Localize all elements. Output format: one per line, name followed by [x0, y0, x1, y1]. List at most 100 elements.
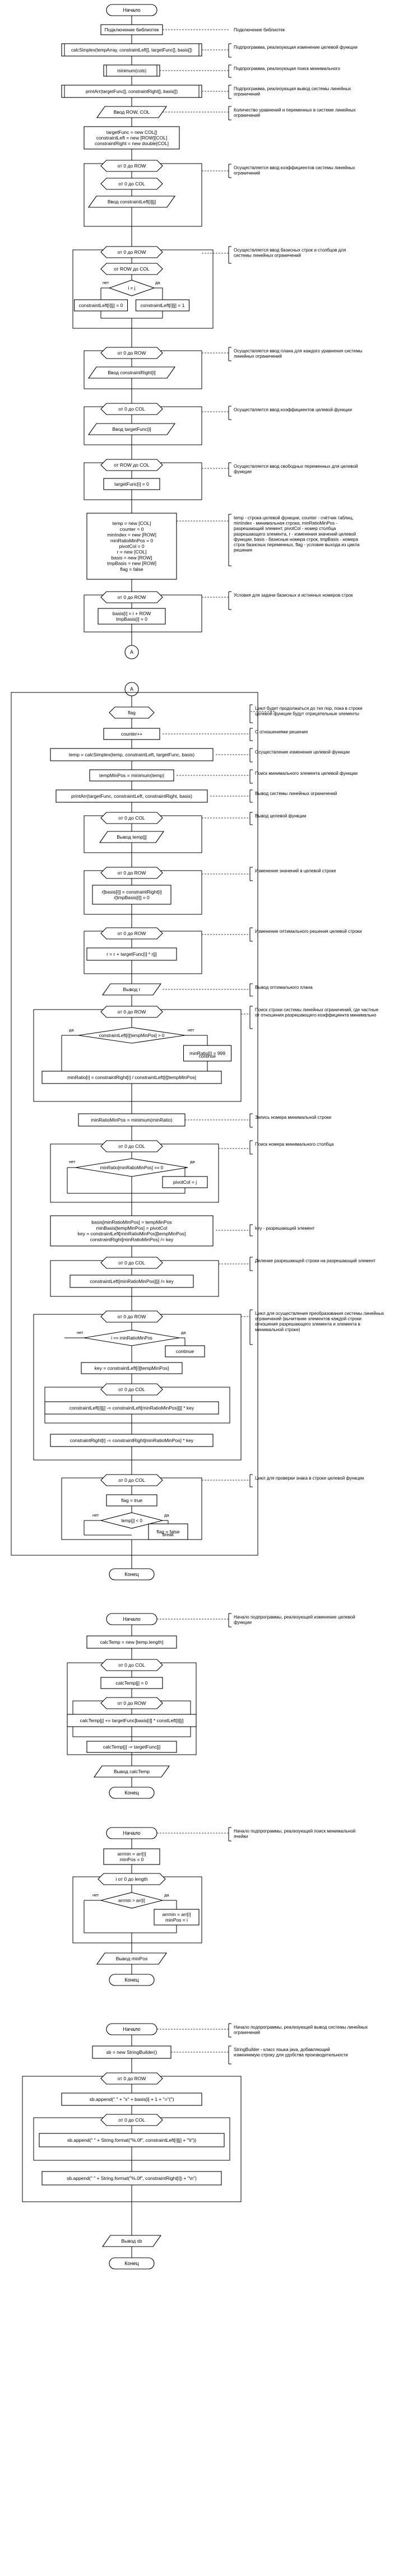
label: printArr(targetFunc, constraintLeft, con…	[71, 793, 192, 799]
label: от 0 до COL	[118, 815, 145, 821]
label: minRatio[i] = constraintRight[i] / const…	[67, 1075, 196, 1080]
label: constraintRight[i] -= constraintRight[mi…	[70, 1438, 194, 1443]
note-line: решения	[234, 548, 252, 553]
label-line: Конец	[124, 1790, 138, 1796]
label: calcTemp[j] = 0	[116, 1680, 148, 1686]
label-line: constraintLeft[i][j] -= constraintLeft[m…	[69, 1405, 194, 1411]
label-line: arrmin = arr[i]	[118, 1851, 146, 1857]
min-ratio	[183, 1045, 232, 1062]
label-line: Вывод temp[j]	[117, 834, 147, 840]
label-line: constraintRight[minRatioMinPos] /= key	[90, 1236, 174, 1242]
label: printArr(targetFunc[], constraintRight[]…	[86, 89, 178, 94]
label-line: A	[130, 686, 133, 692]
basis-init	[98, 608, 166, 625]
label-line: sb.append(" " + String.format("%.0f", co…	[67, 2175, 197, 2181]
label-line: pivotCol = 0	[119, 543, 144, 549]
label-line: minPos = 0	[120, 1857, 144, 1862]
label: flag = true	[121, 1498, 142, 1503]
label: Ввод ROW, COL	[114, 109, 150, 115]
label-line: calcTemp = new [temp.length]	[100, 1639, 164, 1645]
note-text: temp - строка целевой функции, counter -…	[234, 515, 360, 553]
label-line: minimum(cols)	[117, 68, 146, 73]
note-line: Вывод оптимального плана	[255, 985, 313, 990]
label: minRatio[minRatioMinPos] == 0	[100, 1165, 164, 1170]
label: Вывод temp[j]	[117, 834, 147, 840]
label-line: pivotCol = j	[173, 1179, 197, 1185]
label: pivotCol = j	[173, 1179, 197, 1185]
label: constraintLeft[minRatioMinPos][j] /= key	[90, 1278, 174, 1284]
loop-j-col	[100, 178, 163, 190]
label: Конец	[124, 1790, 138, 1796]
label: Вывод calcTemp	[114, 1769, 150, 1774]
label-line: counter++	[121, 731, 142, 737]
note-line: ограничений	[234, 171, 260, 176]
break-label: break	[163, 1532, 174, 1537]
note-line: от отношения разрешающего коэффициента м…	[255, 1013, 377, 1018]
label-line: Конец	[124, 2261, 138, 2266]
note-line: минимальной строке)	[255, 1327, 300, 1332]
start-terminal	[106, 4, 157, 16]
note-line: ограничений (вычитание элементов каждой …	[255, 1317, 361, 1322]
note-text: Цикл для проверки знака в строке целевой…	[255, 1476, 364, 1481]
note-text: Запись номера минимальной строки	[255, 1115, 331, 1120]
label: Начало	[123, 2026, 140, 2032]
label: от 0 до COL	[118, 1143, 145, 1149]
note-text: Осуществляется ввод коэффициентов систем…	[234, 165, 355, 176]
label-line: continue	[176, 1349, 194, 1354]
label-line: flag = false	[120, 566, 143, 572]
swap-block	[92, 885, 171, 905]
note-line: Вывод целевой функции	[255, 813, 306, 819]
loop-i-row-9	[100, 1697, 163, 1709]
label-line: Ввод ROW, COL	[114, 109, 150, 115]
min-init	[103, 1848, 160, 1865]
loop-j-col-2	[100, 403, 163, 415]
loop-i-row-8	[100, 1310, 163, 1323]
loop-j-col-6	[100, 1383, 163, 1396]
out-temp	[99, 831, 165, 843]
note-text: Цикл для осуществления преобразования си…	[255, 1311, 384, 1332]
continue-2	[165, 1345, 205, 1357]
label-line: arrmin > arr[i]	[118, 1898, 145, 1903]
label-line: Ввод constraintLeft[i][j]	[108, 199, 156, 204]
label-line: basis[minRatioMinPos] = tempMinPos	[91, 1220, 171, 1225]
label: от 0 до ROW	[118, 2076, 146, 2081]
cond-temp	[100, 1512, 163, 1529]
label-line: minIndex = new [ROW]	[107, 532, 156, 538]
label-line: calcTemp[j] += targetFunc[basis[i]] * co…	[80, 1718, 184, 1723]
label-line: от 0 до COL	[118, 1387, 145, 1392]
end-terminal-4	[109, 1974, 155, 1986]
label-line: key = constraintLeft[i][tempMinPos]	[95, 1365, 169, 1371]
label: Начало	[123, 7, 140, 13]
label-line: от 0 до ROW	[118, 870, 146, 876]
label-line: Вывод calcTemp	[114, 1769, 150, 1774]
label-line: от 0 до ROW	[118, 594, 146, 600]
label: sb.append(" " + "x" + basis[i] + 1 + "="…	[90, 2096, 174, 2102]
label: calcTemp[j] += targetFunc[basis[i]] * co…	[80, 1718, 184, 1723]
label-line: r[tmpBasis[i]] = 0	[114, 895, 150, 900]
label-line: от 0 до ROW	[118, 1009, 146, 1015]
label-line: calcTemp[j] = 0	[116, 1680, 148, 1686]
loop-length	[98, 1873, 166, 1885]
label-line: minRatio[minRatioMinPos] == 0	[100, 1165, 164, 1170]
note-text: С отношениями решения	[255, 729, 308, 734]
label: i от 0 до length	[115, 1876, 148, 1882]
label-line: от 0 до COL	[118, 1260, 145, 1266]
note-text: Осуществление изменения целевой функции	[255, 750, 350, 755]
label-line: i == minRatioMinPos	[111, 1336, 152, 1341]
label-line: от 0 до ROW	[118, 350, 146, 356]
label-line: constraintLeft = new [ROW][COL]	[96, 135, 167, 141]
note-line: Вывод системы линейных ограничений	[255, 791, 337, 796]
label-line: constraintRight[i] -= constraintRight[mi…	[70, 1438, 194, 1443]
note-text: Подключение библиотек	[234, 27, 285, 32]
label: minRatio[i] = 999	[189, 1050, 225, 1056]
loop-i-row-6	[100, 927, 163, 940]
loop-j-col-9	[100, 2114, 163, 2126]
note-line: Изменение значений в целевой строке	[255, 868, 336, 873]
cond-pos	[78, 1027, 186, 1044]
label: calcTemp = new [temp.length]	[100, 1639, 164, 1645]
label-line: r[basis[i]] = constraintRight[i]	[101, 889, 161, 895]
cond-arrmin	[100, 1892, 163, 1909]
loop-i-row-4	[100, 591, 163, 603]
label: constraintLeft[i][j] -= constraintLeft[m…	[69, 1405, 194, 1411]
